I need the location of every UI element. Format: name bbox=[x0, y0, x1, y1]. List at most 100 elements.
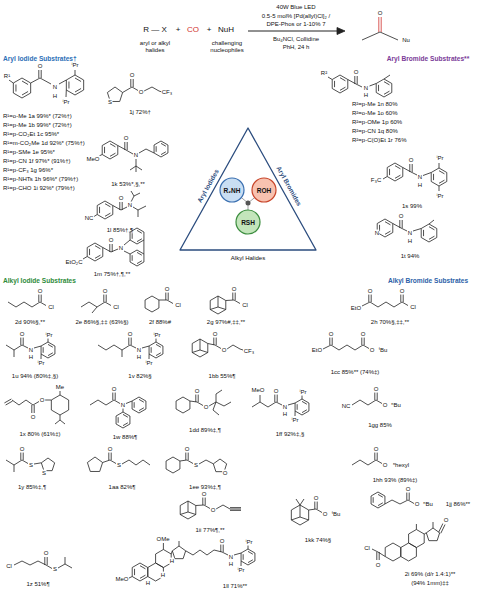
atom-label: H bbox=[417, 182, 422, 189]
atom-label: O bbox=[221, 347, 227, 354]
circle-shape bbox=[252, 178, 276, 202]
bond-line bbox=[165, 292, 166, 300]
atom-label: H bbox=[145, 580, 150, 587]
bond-line bbox=[374, 392, 375, 400]
atom-label: F₃C bbox=[370, 177, 381, 184]
bond-line bbox=[14, 350, 15, 357]
bond-line bbox=[300, 517, 309, 520]
bond-line bbox=[116, 412, 130, 428]
atom-label: MeO bbox=[86, 156, 100, 163]
triangle-edge-label: Aryl Bromides bbox=[275, 165, 303, 207]
bond-line bbox=[68, 82, 69, 89]
scheme-note: aryl or alkyl halides bbox=[135, 40, 175, 54]
atom-label: ⁱPr bbox=[299, 389, 307, 396]
bond-line bbox=[288, 403, 295, 405]
bond-line bbox=[166, 457, 180, 473]
compound-caption: 1ll 71%** bbox=[223, 583, 247, 590]
bond-line bbox=[59, 80, 66, 84]
atom-label: EtO₂C bbox=[65, 259, 83, 266]
bond-line bbox=[401, 228, 407, 231]
bond-line bbox=[200, 350, 208, 353]
bond-line bbox=[402, 302, 408, 306]
atom-label: O bbox=[231, 286, 237, 293]
compound-caption: (94% 1mm)‡‡ bbox=[411, 580, 449, 587]
scope-triangle bbox=[180, 128, 316, 250]
bond-line bbox=[291, 505, 308, 525]
bond-line bbox=[136, 166, 137, 172]
bond-line bbox=[385, 543, 401, 561]
bond-line bbox=[95, 246, 100, 249]
center-dot bbox=[246, 201, 251, 206]
bond-line bbox=[38, 70, 39, 78]
bond-line bbox=[302, 401, 307, 404]
compound-caption: 1dd 89%‡,¶ bbox=[189, 427, 221, 434]
bond-line bbox=[185, 452, 186, 460]
bond-line bbox=[124, 142, 125, 150]
bond-line bbox=[156, 344, 161, 347]
atom-label: O bbox=[328, 331, 334, 338]
bond-line bbox=[205, 497, 206, 505]
atom-label: H bbox=[169, 558, 174, 565]
bond-line bbox=[145, 296, 159, 312]
bond-line bbox=[302, 410, 307, 413]
atom-label: S bbox=[52, 566, 57, 573]
bond-line bbox=[130, 345, 136, 348]
compound-caption: 1z 51%¶ bbox=[26, 581, 49, 588]
atom-label: N bbox=[136, 347, 141, 354]
bond-line bbox=[4, 399, 11, 403]
compound-caption: 1j 72%† bbox=[129, 109, 151, 116]
bond-line bbox=[41, 294, 42, 302]
bond-line bbox=[139, 149, 154, 153]
bond-line bbox=[106, 294, 107, 302]
bond-line bbox=[295, 399, 309, 415]
bond-line bbox=[126, 401, 132, 404]
bond-line bbox=[416, 524, 417, 530]
atom-label: H bbox=[407, 238, 412, 245]
bond-line bbox=[6, 345, 22, 350]
bond-line bbox=[276, 402, 282, 405]
bond-line bbox=[124, 240, 130, 245]
bond-line bbox=[51, 395, 68, 415]
bond-line bbox=[137, 252, 142, 255]
atom-label: N bbox=[118, 245, 123, 252]
atom-label: H bbox=[28, 354, 33, 361]
bond-line bbox=[23, 337, 24, 345]
bond-line bbox=[413, 229, 421, 232]
scheme-text: CO bbox=[187, 25, 199, 34]
bond-line bbox=[66, 75, 83, 95]
bond-line bbox=[134, 569, 135, 575]
compound-caption: 1m 75%†,¶,** bbox=[94, 271, 131, 278]
bond-line bbox=[316, 509, 322, 513]
scheme-text: NuH bbox=[218, 25, 234, 34]
nucleophile-circle: ROH bbox=[251, 177, 277, 203]
bond-line bbox=[400, 294, 401, 302]
bond-line bbox=[66, 90, 67, 97]
bond-line bbox=[110, 460, 116, 464]
compound-caption: 2d 90%§,** bbox=[15, 319, 45, 326]
bond-line bbox=[202, 497, 203, 505]
bond-line bbox=[243, 554, 244, 560]
bond-line bbox=[218, 307, 226, 310]
section-heading: Alkyl Bromide Substrates bbox=[388, 277, 468, 285]
bond-line bbox=[133, 79, 134, 87]
circle-shape bbox=[220, 178, 244, 202]
bond-line bbox=[102, 141, 118, 159]
substituent-entry: R¹=p-CN 1f 97%* (91%†) bbox=[3, 158, 71, 165]
bond-line bbox=[33, 402, 39, 406]
atom-label: MeO bbox=[251, 387, 265, 394]
bond-line bbox=[104, 147, 105, 153]
bond-line bbox=[138, 210, 139, 217]
bond-line bbox=[144, 87, 162, 92]
nucleophile-circle: RSH bbox=[235, 209, 261, 235]
bond-line bbox=[363, 345, 369, 349]
atom-label: H bbox=[136, 354, 141, 361]
bond-line bbox=[362, 32, 398, 40]
bond-line bbox=[43, 347, 44, 353]
bond-line bbox=[332, 75, 348, 93]
bond-line bbox=[373, 497, 374, 503]
atom-label: O bbox=[443, 517, 449, 524]
bond-line bbox=[230, 507, 241, 508]
bond-line bbox=[431, 168, 447, 186]
bond-line bbox=[186, 550, 222, 555]
